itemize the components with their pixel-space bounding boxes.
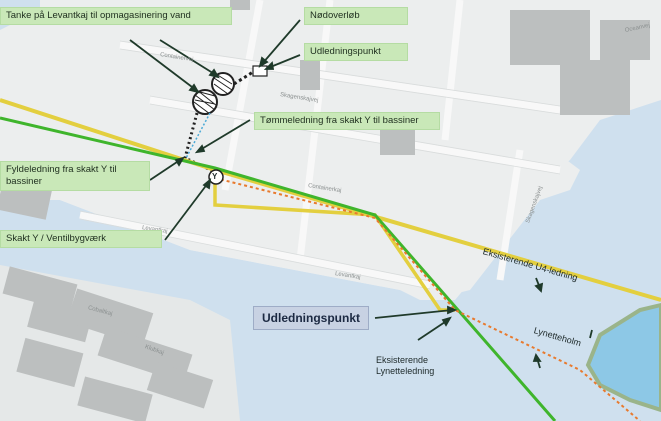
callout-tanks: Tanke på Levantkaj til opmagasinering va… <box>0 7 232 25</box>
callout-drain-line: Tømmeledning fra skakt Y til bassiner <box>254 112 440 130</box>
callout-discharge-point-main: Udledningspunkt <box>253 306 369 330</box>
tank-hatching <box>193 73 233 115</box>
green-line <box>0 116 557 421</box>
shaft-marker-label: Y <box>212 172 218 181</box>
fill-line-dotted <box>183 112 216 174</box>
callout-emergency-overflow: Nødoverløb <box>304 7 408 25</box>
callout-fill-line: Fyldeledning fra skakt Y til bassiner <box>0 161 150 191</box>
callout-shaft: Skakt Y / Ventilbygværk <box>0 230 162 248</box>
label-existing-lynette: Eksisterende Lynetteledning <box>376 355 435 376</box>
lynetteholm-land <box>585 302 661 413</box>
callout-discharge-point: Udledningspunkt <box>304 43 408 61</box>
shaft-marker <box>208 169 224 185</box>
callout-arrows <box>129 19 593 369</box>
lynette-line <box>214 177 641 421</box>
discharge-outlet-box <box>252 65 268 77</box>
drain-line-dotted <box>184 112 211 161</box>
overflow-dotted-line <box>233 70 254 86</box>
